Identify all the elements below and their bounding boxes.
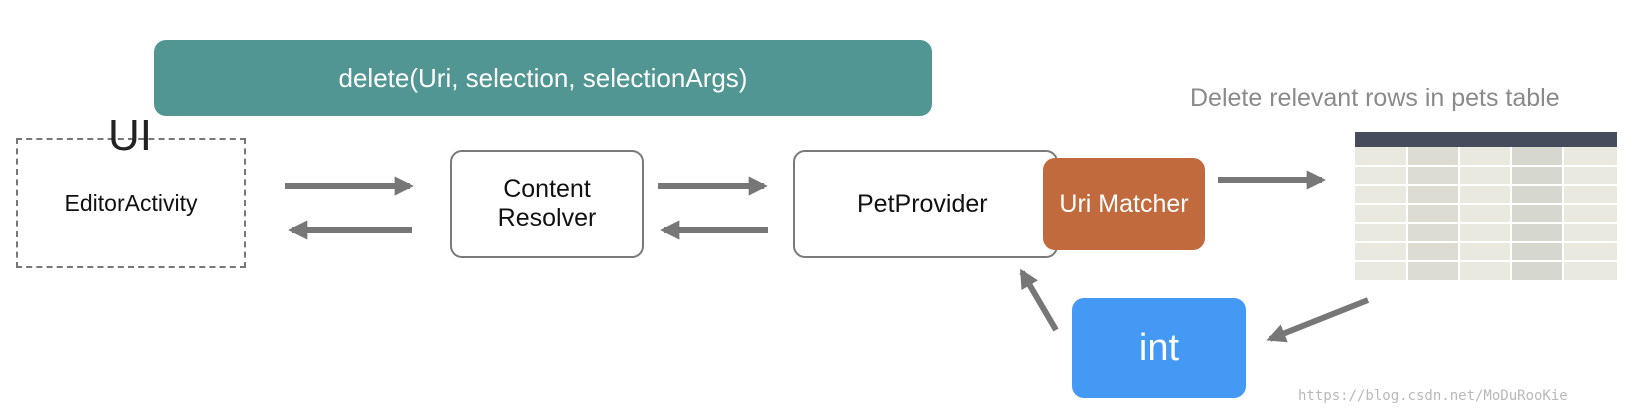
table-caption: Delete relevant rows in pets table (1190, 84, 1560, 112)
arrow-table-to-int (1266, 297, 1370, 343)
pet-provider-node: PetProvider (793, 150, 1058, 258)
int-return-label: int (1138, 326, 1180, 369)
content-resolver-line2: Resolver (497, 204, 597, 232)
ui-group-box (16, 138, 246, 268)
method-call-banner: delete(Uri, selection, selectionArgs) (154, 40, 932, 116)
editor-activity-label: EditorActivity (64, 189, 198, 216)
watermark: https://blog.csdn.net/MoDuRooKie (1298, 388, 1568, 404)
pets-table-icon (1355, 132, 1617, 280)
uri-matcher-node: Uri Matcher (1043, 158, 1205, 250)
editor-activity-node: EditorActivity (16, 138, 246, 268)
uri-matcher-label: Uri Matcher (1059, 189, 1189, 218)
content-resolver-node: Content Resolver (450, 150, 644, 258)
ui-group-title: UI (108, 111, 152, 160)
pet-provider-label: PetProvider (857, 189, 988, 218)
content-resolver-line1: Content (503, 175, 591, 203)
method-call-label: delete(Uri, selection, selectionArgs) (338, 62, 748, 93)
arrow-int-to-provider (1019, 268, 1059, 332)
int-return-node: int (1072, 298, 1246, 398)
